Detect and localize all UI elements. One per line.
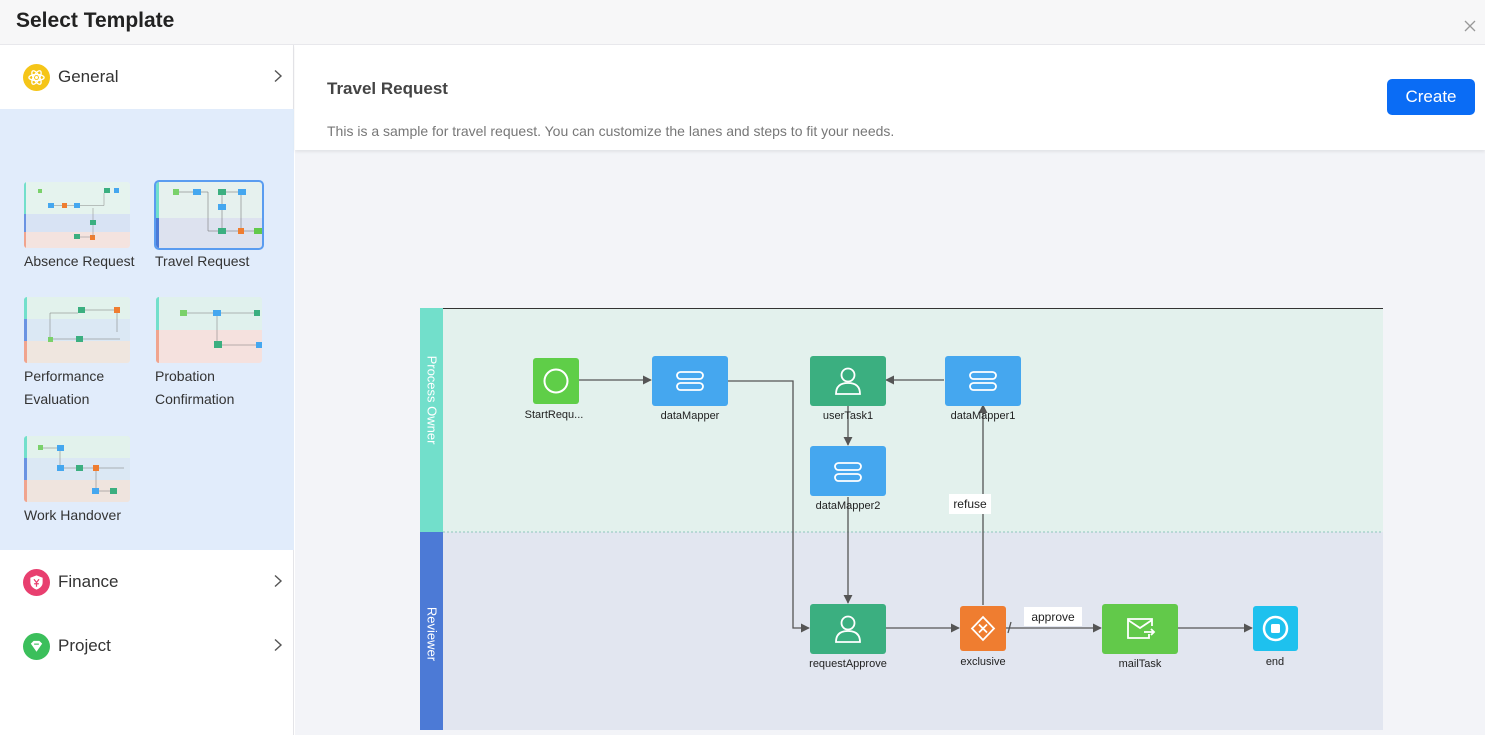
- lane-header-reviewer: [420, 532, 443, 730]
- node-end[interactable]: end: [1253, 606, 1298, 668]
- node-datamapper1[interactable]: dataMapper1: [945, 356, 1021, 422]
- template-label: Absence Request: [24, 253, 135, 269]
- template-thumbnail-performance-evaluation[interactable]: [24, 297, 130, 363]
- template-label: Probation: [155, 368, 215, 384]
- node-label: requestApprove: [809, 658, 887, 670]
- node-datamapper[interactable]: dataMapper: [652, 356, 728, 422]
- node-start[interactable]: StartRequ...: [525, 358, 584, 421]
- category-label: Project: [58, 636, 111, 655]
- mail-icon: [1127, 618, 1156, 639]
- chevron-right-icon: [274, 69, 283, 83]
- category-project[interactable]: Project: [0, 614, 294, 678]
- template-thumbnail-travel-request[interactable]: [154, 180, 264, 250]
- template-name: Travel Request: [327, 79, 448, 98]
- start-circle-icon: [543, 368, 569, 394]
- node-label: end: [1266, 656, 1284, 668]
- template-label: Travel Request: [155, 253, 250, 269]
- category-label: General: [58, 67, 119, 86]
- template-label: Evaluation: [24, 391, 90, 407]
- node-label: userTask1: [823, 410, 873, 422]
- template-label: Performance: [24, 368, 105, 384]
- chevron-right-icon: [274, 574, 283, 588]
- create-button[interactable]: Create: [1387, 79, 1475, 115]
- dialog-title: Select Template: [16, 9, 175, 32]
- node-label: mailTask: [1119, 658, 1162, 670]
- template-thumbnail-probation-confirmation[interactable]: [156, 297, 262, 363]
- end-stop-icon: [1271, 624, 1280, 633]
- category-finance[interactable]: Finance: [0, 550, 294, 614]
- user-icon: [835, 367, 861, 395]
- chevron-right-icon: [274, 638, 283, 652]
- workflow-diagram[interactable]: Process Owner Reviewer refuse approve St…: [420, 308, 1383, 730]
- lane-process-owner: [420, 308, 1383, 532]
- workflow-thumbnail-image: [156, 182, 262, 248]
- start-event-box: [533, 358, 579, 404]
- lane-label: Process Owner: [425, 356, 440, 446]
- diamond-icon: [23, 633, 50, 660]
- hr-templates-panel: Absence Request Travel Request: [0, 109, 294, 550]
- workflow-thumbnail-image: [24, 182, 130, 248]
- lane-reviewer: [420, 532, 1383, 730]
- edge-label-approve: approve: [1031, 610, 1075, 624]
- edge-label-refuse: refuse: [953, 497, 987, 511]
- node-mailtask[interactable]: mailTask: [1102, 604, 1178, 670]
- data-mapper-icon: [969, 371, 997, 391]
- default-flow-mark: [1007, 621, 1012, 634]
- template-info-bar: Travel Request This is a sample for trav…: [295, 45, 1485, 150]
- dialog-header: Select Template: [0, 0, 1485, 45]
- template-preview-area: Travel Request This is a sample for trav…: [295, 45, 1485, 735]
- data-mapper-icon: [676, 371, 704, 391]
- end-circle-icon: [1262, 615, 1289, 642]
- template-label: Work Handover: [24, 507, 122, 523]
- workflow-thumbnail-image: [156, 297, 262, 363]
- lane-header-process-owner: [420, 308, 443, 532]
- node-label: dataMapper: [661, 410, 720, 422]
- yen-shield-icon: [23, 569, 50, 596]
- category-sidebar: General HR HR Absence Request: [0, 45, 294, 735]
- workflow-thumbnail-image: [24, 297, 130, 363]
- user-icon: [835, 615, 861, 643]
- node-label: dataMapper2: [816, 500, 881, 512]
- workflow-thumbnail-image: [24, 436, 130, 502]
- node-exclusive[interactable]: exclusive: [960, 606, 1006, 668]
- lane-label: Reviewer: [425, 607, 440, 662]
- edge-label-box: [1024, 607, 1082, 626]
- node-datamapper2[interactable]: dataMapper2: [810, 446, 886, 512]
- atom-icon: [23, 64, 50, 91]
- node-usertask1[interactable]: userTask1: [810, 356, 886, 422]
- edge: [728, 380, 810, 633]
- template-thumbnail-work-handover[interactable]: [24, 436, 130, 502]
- template-description: This is a sample for travel request. You…: [327, 123, 895, 139]
- close-icon[interactable]: [1463, 19, 1477, 33]
- category-general[interactable]: General: [0, 45, 294, 109]
- template-label: Confirmation: [155, 391, 235, 407]
- edge-label-box: [949, 494, 991, 514]
- category-label: Finance: [58, 572, 119, 591]
- node-label: dataMapper1: [951, 410, 1016, 422]
- node-label: StartRequ...: [525, 409, 584, 421]
- node-requestapprove[interactable]: requestApprove: [809, 604, 887, 670]
- data-mapper-icon: [834, 462, 862, 482]
- node-label: exclusive: [960, 656, 1005, 668]
- exclusive-gateway-icon: [970, 615, 996, 642]
- template-thumbnail-absence-request[interactable]: [24, 182, 130, 248]
